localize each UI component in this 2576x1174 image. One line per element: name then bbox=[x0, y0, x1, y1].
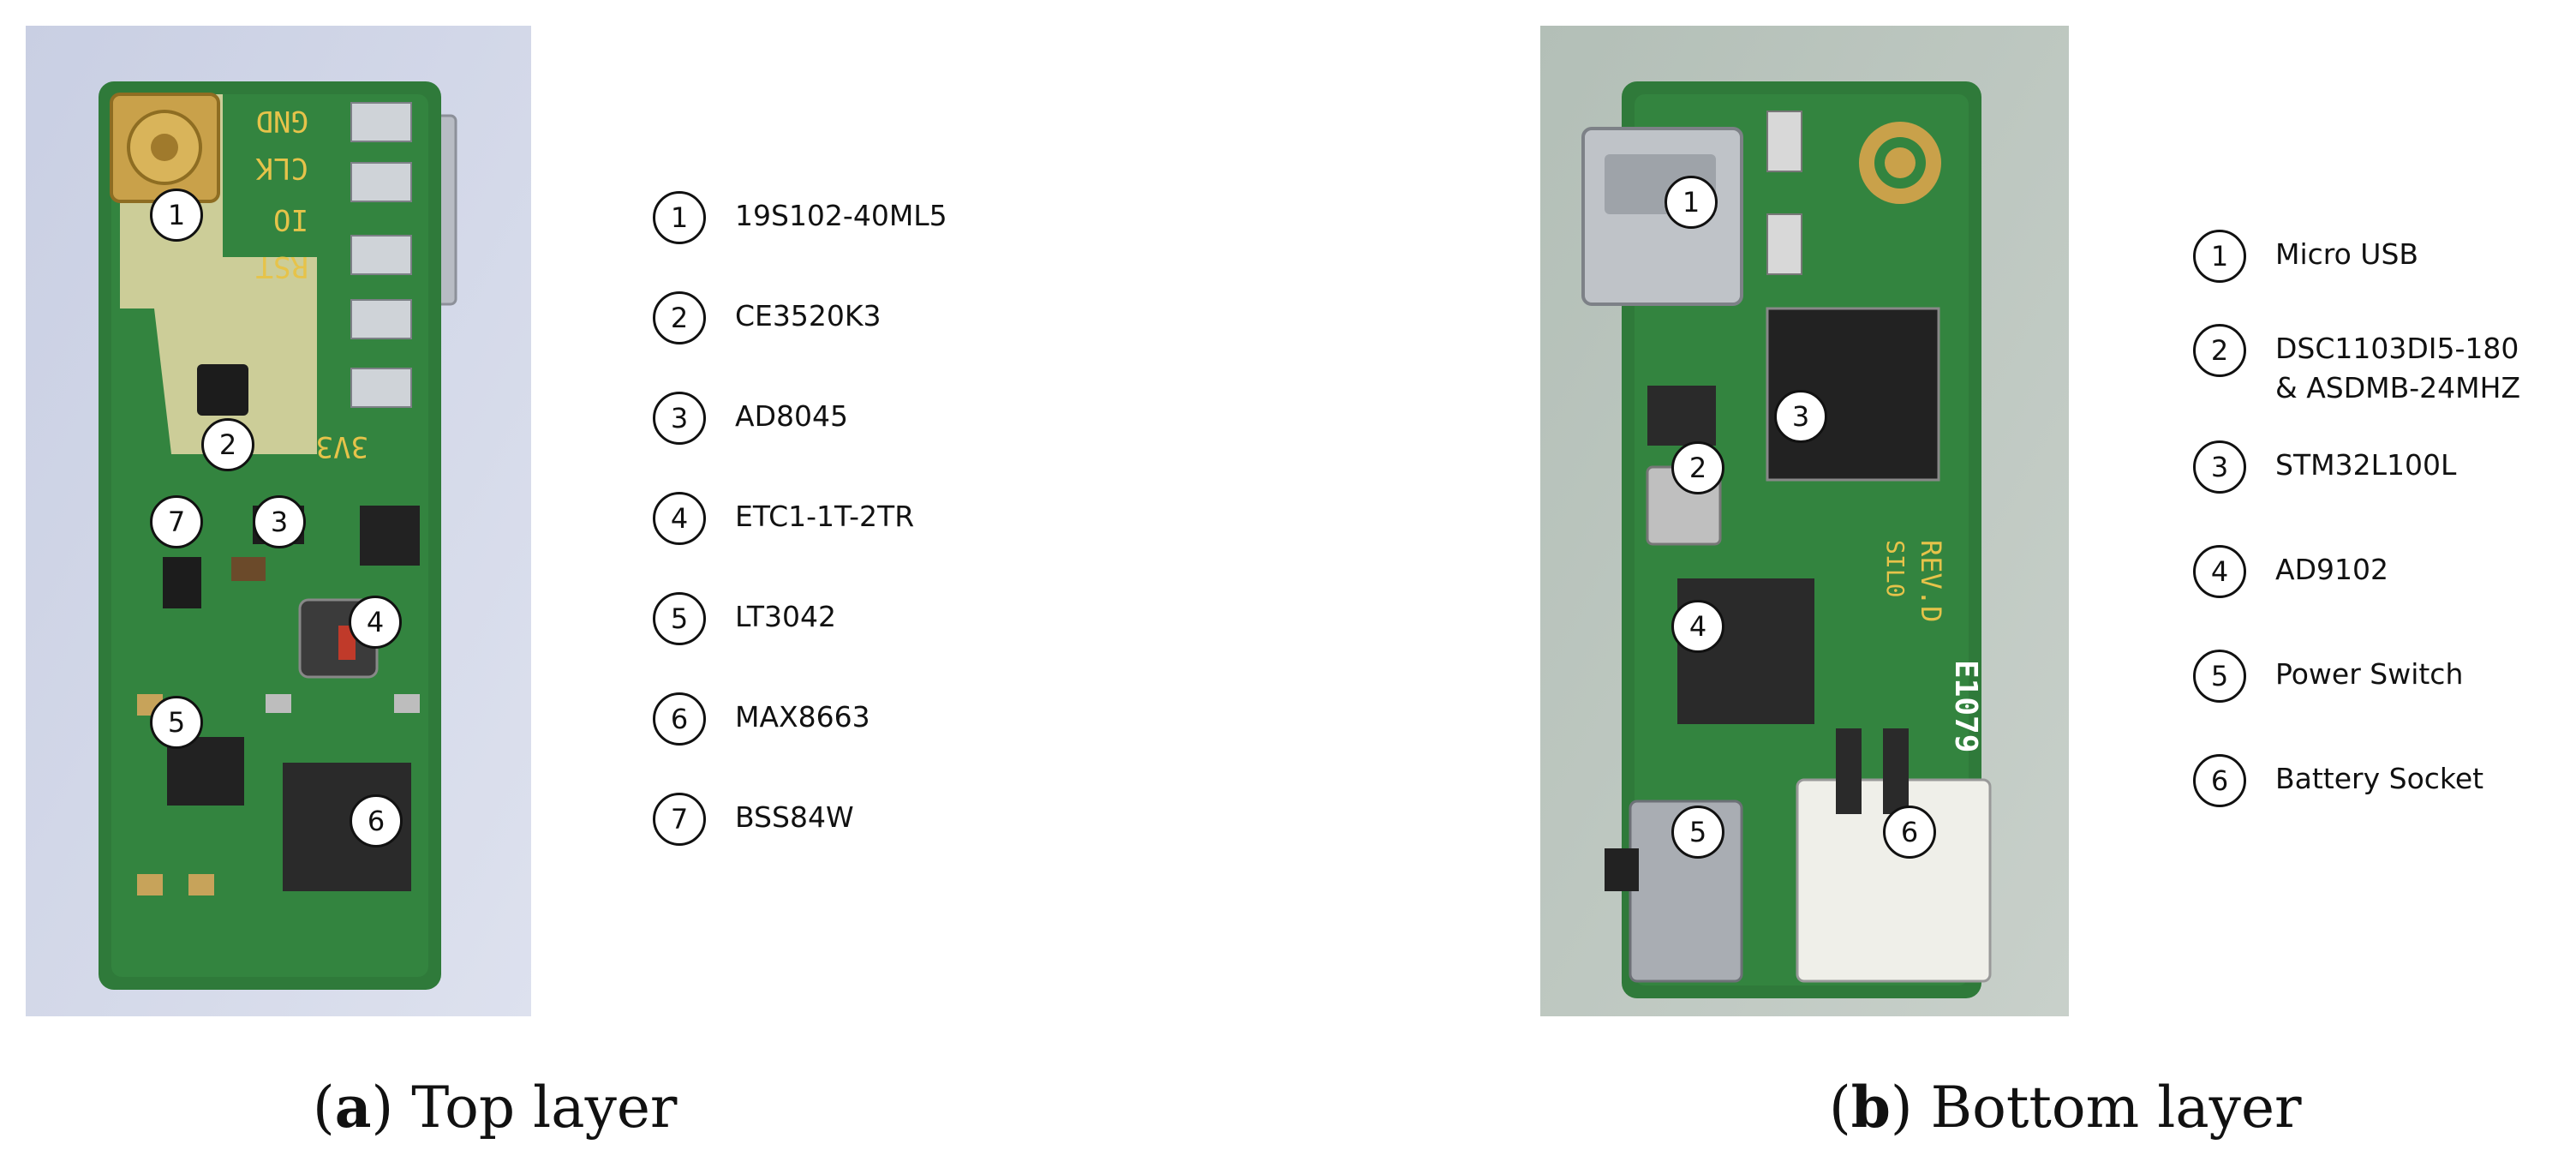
silk-gnd: GND bbox=[256, 104, 308, 138]
bottom-callout-4: 4 bbox=[1671, 600, 1724, 653]
legend-number: 5 bbox=[653, 592, 706, 645]
caption-bottom-layer: (b) Bottom layer bbox=[1829, 1074, 2302, 1141]
caption-letter: b bbox=[1850, 1074, 1891, 1141]
top-callout-7: 7 bbox=[150, 495, 203, 548]
legend-label: Power Switch bbox=[2275, 657, 2464, 691]
legend-item: 4 ETC1-1T-2TR bbox=[653, 492, 914, 545]
legend-number: 5 bbox=[2193, 650, 2246, 703]
caption-text: Top layer bbox=[411, 1075, 678, 1141]
legend-label: MAX8663 bbox=[735, 700, 870, 734]
legend-number: 2 bbox=[2193, 324, 2246, 377]
legend-label: 19S102-40ML5 bbox=[735, 199, 947, 232]
top-callout-1: 1 bbox=[150, 189, 203, 242]
bottom-callout-3: 3 bbox=[1774, 390, 1827, 443]
legend-label: Battery Socket bbox=[2275, 762, 2484, 795]
legend-label: BSS84W bbox=[735, 800, 854, 834]
legend-item: 2 CE3520K3 bbox=[653, 291, 882, 344]
legend-number: 3 bbox=[653, 392, 706, 445]
bottom-layer-photo: REV.D SIL0 E1079 1 2 3 4 5 6 bbox=[1540, 26, 2069, 1016]
legend-label: STM32L100L bbox=[2275, 448, 2457, 482]
silk-sil: SIL0 bbox=[1881, 540, 1910, 597]
legend-number: 6 bbox=[2193, 754, 2246, 807]
bottom-callout-2: 2 bbox=[1671, 441, 1724, 494]
legend-number: 1 bbox=[2193, 230, 2246, 283]
legend-number: 7 bbox=[653, 793, 706, 846]
silk-clk: CLK bbox=[255, 151, 308, 185]
legend-item: 6 MAX8663 bbox=[653, 692, 870, 746]
bottom-layer-legend: 1 Micro USB 2 DSC1103DI5-180 & ASDMB-24M… bbox=[2193, 230, 2570, 830]
legend-item: 3 AD8045 bbox=[653, 392, 848, 445]
legend-number: 6 bbox=[653, 692, 706, 746]
legend-item: 2 DSC1103DI5-180 & ASDMB-24MHZ bbox=[2193, 324, 2520, 408]
top-callout-6: 6 bbox=[350, 794, 403, 848]
legend-item: 7 BSS84W bbox=[653, 793, 854, 846]
silk-io: IO bbox=[273, 202, 308, 237]
top-callout-4: 4 bbox=[349, 596, 402, 649]
legend-label: AD8045 bbox=[735, 399, 848, 433]
legend-item: 3 STM32L100L bbox=[2193, 440, 2456, 494]
legend-label: LT3042 bbox=[735, 600, 836, 633]
bottom-callout-5: 5 bbox=[1671, 806, 1724, 859]
bottom-callout-1: 1 bbox=[1665, 176, 1718, 229]
legend-number: 1 bbox=[653, 191, 706, 244]
legend-item: 5 LT3042 bbox=[653, 592, 836, 645]
caption-text: Bottom layer bbox=[1930, 1075, 2302, 1141]
legend-label: CE3520K3 bbox=[735, 299, 882, 332]
legend-item: 5 Power Switch bbox=[2193, 650, 2463, 703]
legend-item: 6 Battery Socket bbox=[2193, 754, 2483, 807]
legend-label: AD9102 bbox=[2275, 553, 2388, 586]
legend-label: ETC1-1T-2TR bbox=[735, 500, 915, 533]
silk-rst: RST bbox=[256, 249, 308, 284]
panel-bottom-layer: REV.D SIL0 E1079 1 2 3 4 5 6 1 Micro USB… bbox=[1285, 0, 2576, 1174]
legend-number: 2 bbox=[653, 291, 706, 344]
top-callout-3: 3 bbox=[253, 495, 306, 548]
silk-3v3: 3V3 bbox=[316, 429, 368, 464]
bottom-callout-6: 6 bbox=[1883, 806, 1936, 859]
legend-number: 4 bbox=[2193, 545, 2246, 598]
legend-item: 1 19S102-40ML5 bbox=[653, 191, 947, 244]
top-layer-photo: GND CLK IO RST 3V3 1 2 3 4 5 6 7 bbox=[26, 26, 531, 1016]
legend-label: DSC1103DI5-180 & ASDMB-24MHZ bbox=[2275, 332, 2521, 404]
top-callout-5: 5 bbox=[150, 696, 203, 749]
legend-item: 1 Micro USB bbox=[2193, 230, 2418, 283]
silk-rev: REV.D bbox=[1915, 540, 1947, 622]
caption-letter: a bbox=[334, 1074, 372, 1141]
legend-number: 3 bbox=[2193, 440, 2246, 494]
top-callout-2: 2 bbox=[201, 418, 254, 471]
silk-e1079: E1079 bbox=[1948, 660, 1983, 752]
caption-top-layer: (a) Top layer bbox=[313, 1074, 678, 1141]
top-layer-legend: 1 19S102-40ML5 2 CE3520K3 3 AD8045 4 ETC… bbox=[653, 191, 1252, 877]
legend-number: 4 bbox=[653, 492, 706, 545]
legend-item: 4 AD9102 bbox=[2193, 545, 2388, 598]
panel-top-layer: GND CLK IO RST 3V3 1 2 3 4 5 6 7 bbox=[0, 0, 1285, 1174]
legend-label: Micro USB bbox=[2275, 237, 2419, 271]
